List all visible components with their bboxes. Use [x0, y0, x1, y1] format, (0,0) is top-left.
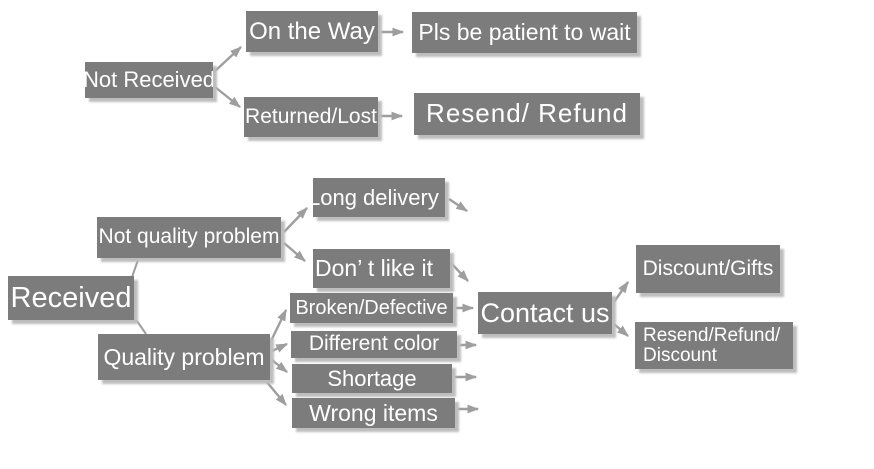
arrow-quality-problem-to-shortage [271, 359, 288, 373]
node-returned-lost: Returned/Lost [244, 97, 378, 137]
node-quality-problem: Quality problem [98, 334, 270, 380]
node-dont-like-it: Don’ t like it [313, 249, 450, 288]
node-pls-be-patient: Pls be patient to wait [412, 12, 637, 53]
node-long-delivery: Long delivery [313, 178, 445, 217]
node-resend-refund-discount-line2: Discount [643, 344, 717, 366]
node-on-the-way: On the Way [246, 11, 378, 52]
node-not-quality-problem: Not quality problem [97, 217, 281, 258]
line-received-to-not-quality-problem [131, 259, 139, 278]
node-resend-refund: Resend/ Refund [414, 93, 640, 135]
arrow-quality-problem-to-different-color [271, 342, 289, 353]
node-discount-gifts: Discount/Gifts [636, 245, 780, 293]
node-broken-defective: Broken/Defective [290, 293, 453, 323]
node-resend-refund-discount-line1: Resend/Refund/ [643, 324, 781, 346]
arrow-not-quality-problem-to-dont-like-it [283, 242, 306, 262]
node-wrong-items: Wrong items [292, 398, 455, 428]
node-not-received: Not Received [85, 62, 213, 98]
node-received: Received [8, 276, 134, 320]
node-contact-us: Contact us [478, 292, 612, 334]
arrow-contact-us-to-resend-refund-discount [613, 323, 629, 337]
node-resend-refund-discount: Resend/Refund/ Discount [635, 322, 793, 369]
arrow-quality-problem-to-wrong-items [265, 380, 287, 406]
arrow-dont-like-it-to-contact-us [450, 262, 469, 282]
node-different-color: Different color [291, 331, 457, 358]
arrow-quality-problem-to-broken-defective [269, 308, 288, 342]
line-received-to-quality-problem [136, 320, 147, 335]
arrow-not-quality-problem-to-long-delivery [283, 207, 308, 233]
node-shortage: Shortage [292, 364, 452, 393]
arrow-not-received-to-returned-lost [214, 86, 241, 108]
arrow-not-received-to-on-the-way [214, 46, 242, 72]
arrow-contact-us-to-discount-gifts [613, 281, 629, 303]
arrow-long-delivery-out [448, 198, 468, 212]
